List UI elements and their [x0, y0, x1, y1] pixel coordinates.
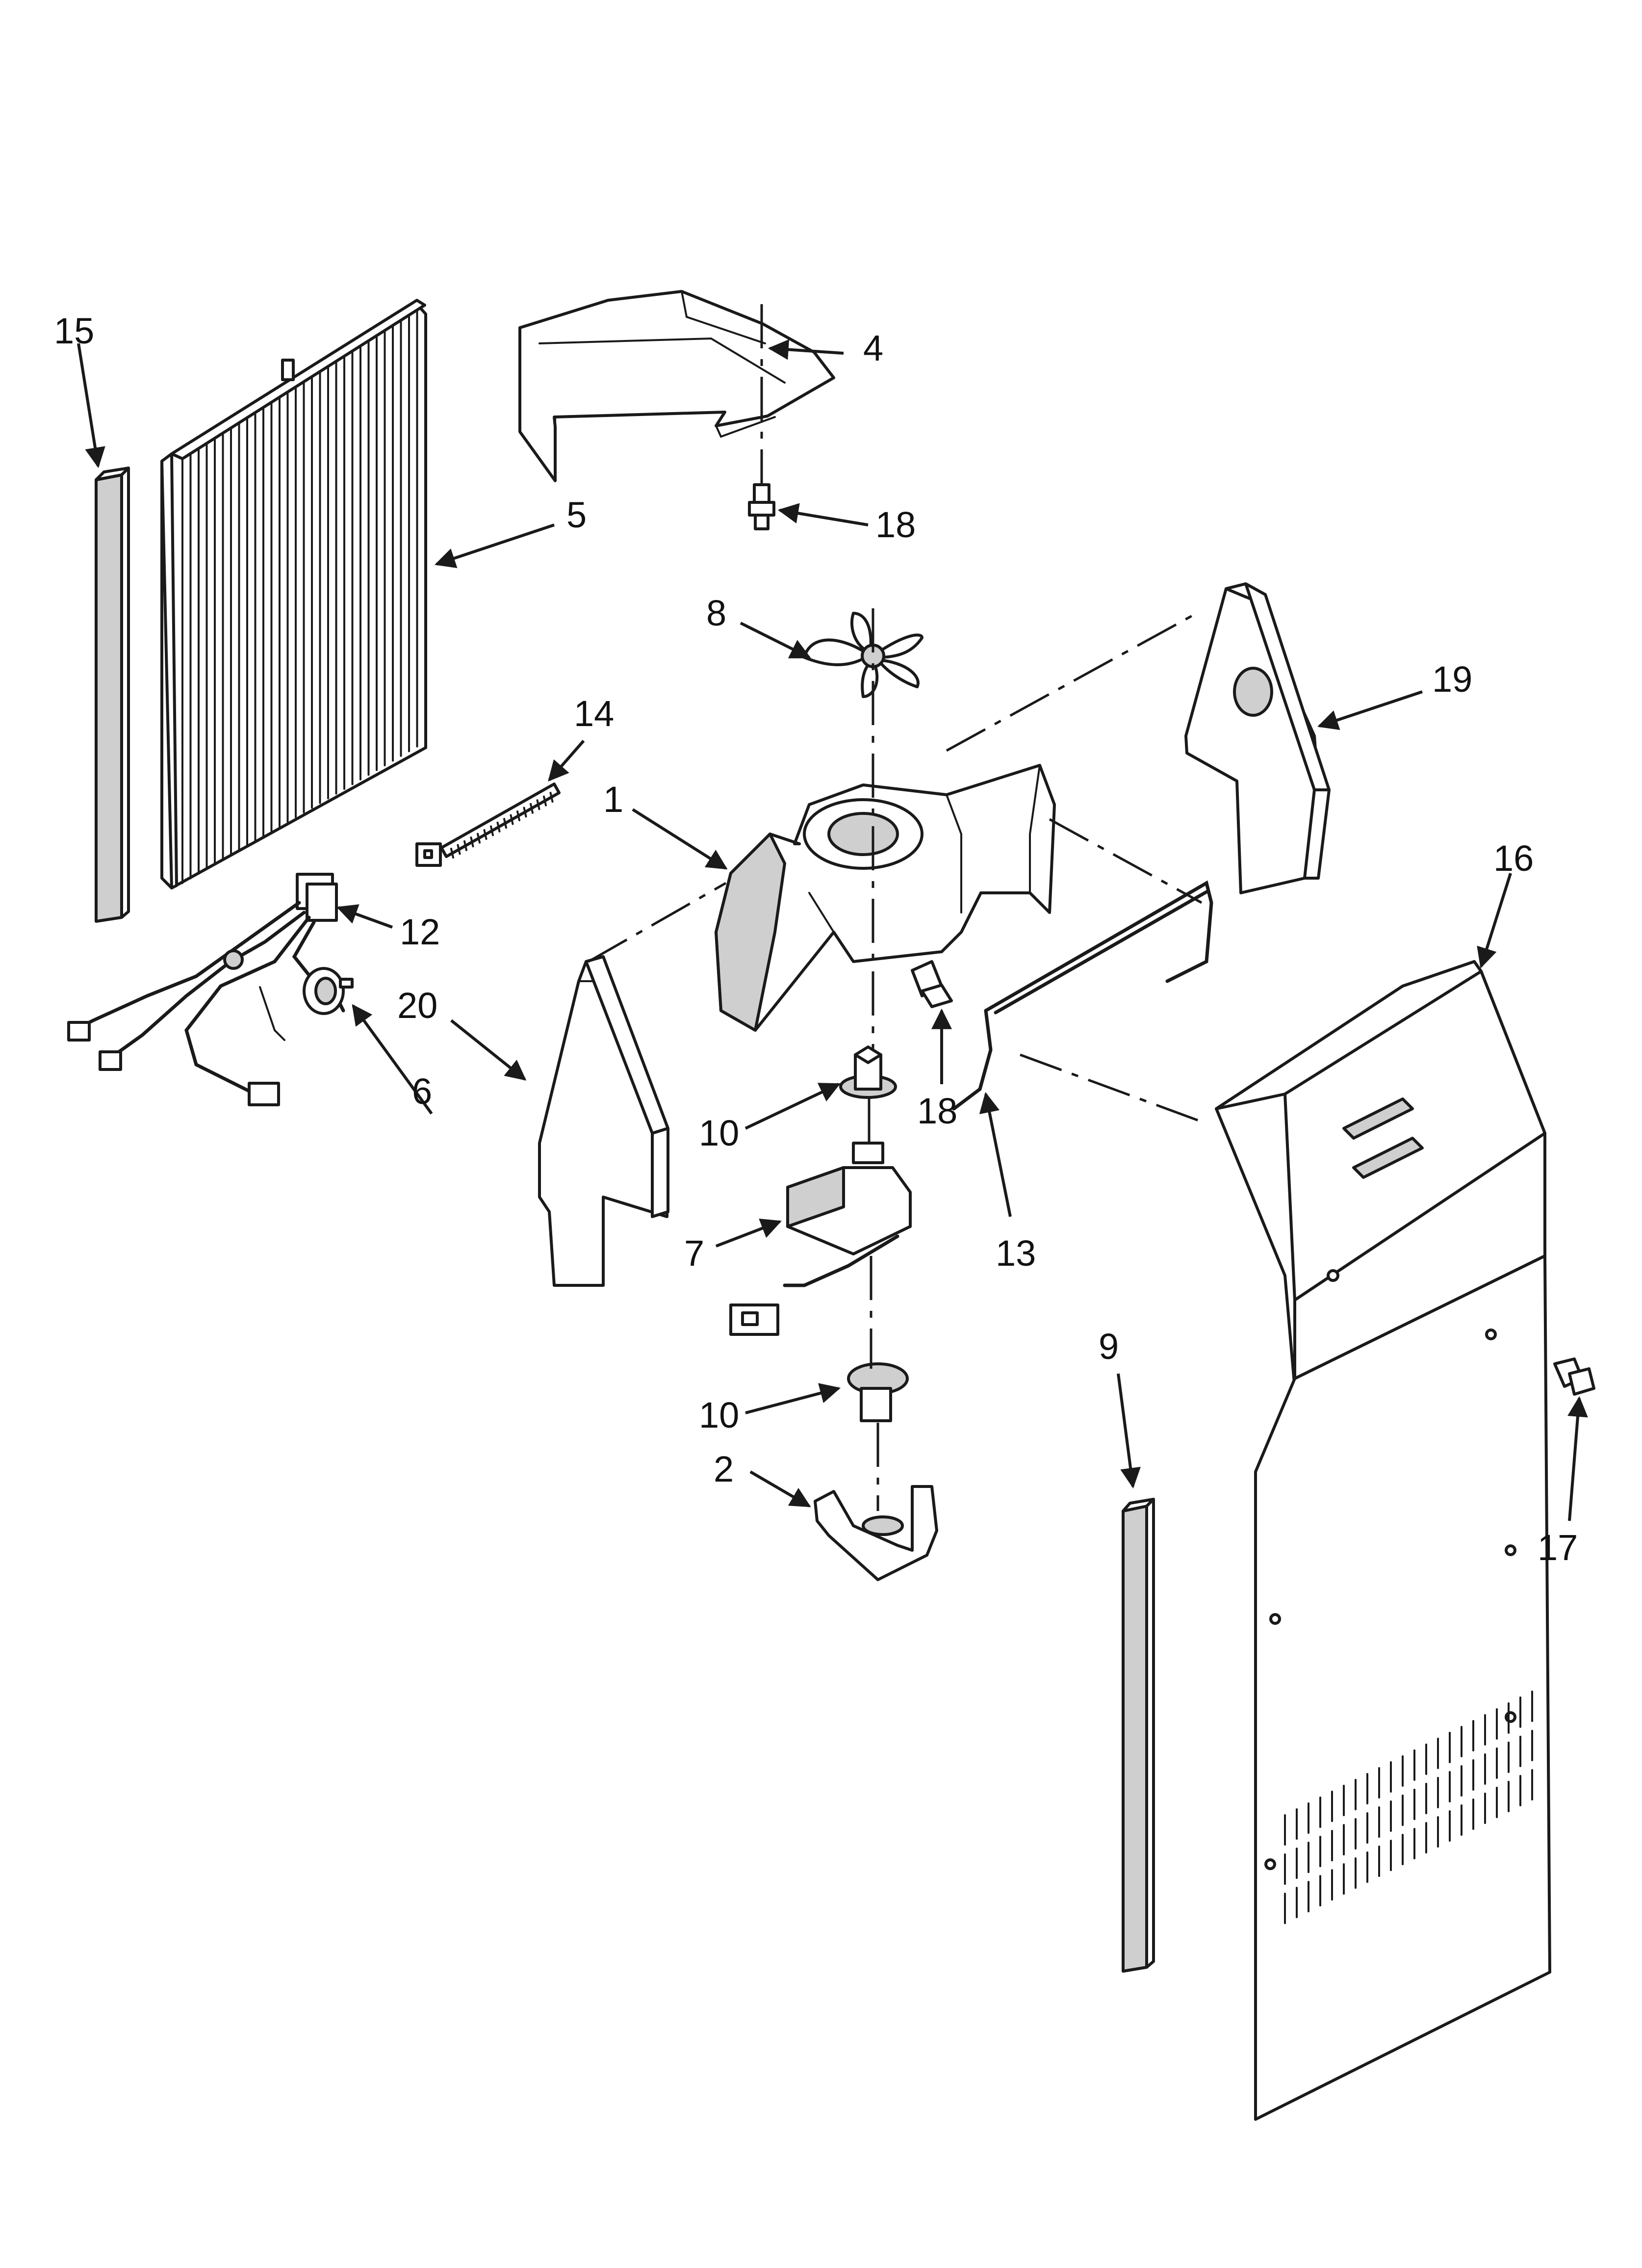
part-9-foam-strip — [1122, 1498, 1155, 1973]
part-18-screw-top — [748, 483, 775, 530]
part-16-rear-cover — [1215, 960, 1551, 2121]
part-8-fan-blade — [803, 612, 924, 698]
part-6-grommet — [303, 967, 354, 1015]
part-17-screw — [1553, 1357, 1595, 1396]
part-20-foam-block — [538, 955, 669, 1287]
part-13-wire-bracket — [952, 880, 1213, 1111]
callout-14: 14 — [574, 693, 614, 734]
callout-13: 13 — [996, 1233, 1036, 1274]
callout-18-top: 18 — [875, 504, 916, 545]
callout-7: 7 — [684, 1233, 704, 1274]
callout-20: 20 — [397, 985, 437, 1026]
assembly-lines — [588, 304, 1207, 1511]
part-2-lower-bracket — [814, 1485, 938, 1581]
part-14-cable-tie — [415, 782, 561, 867]
callout-19: 19 — [1432, 659, 1472, 700]
callout-9: 9 — [1099, 1326, 1119, 1367]
callout-10-upper: 10 — [699, 1113, 739, 1153]
callout-4: 4 — [863, 328, 883, 368]
callout-6: 6 — [412, 1071, 432, 1112]
part-5-grille-panel — [160, 299, 427, 889]
part-12-wire-harness — [67, 873, 345, 1106]
callout-18-housing: 18 — [917, 1091, 957, 1131]
part-19-foam-block — [1184, 582, 1331, 894]
part-7-fan-motor — [729, 1142, 912, 1336]
callout-2: 2 — [714, 1449, 734, 1489]
callout-10-lower: 10 — [699, 1395, 739, 1435]
leader-lines — [77, 339, 1588, 1521]
callout-8: 8 — [706, 593, 726, 633]
callout-12: 12 — [400, 912, 440, 952]
part-15-foam-strip — [95, 467, 130, 923]
part-18-screw-housing — [911, 960, 953, 1008]
callout-16: 16 — [1493, 838, 1534, 879]
callout-15: 15 — [54, 311, 94, 351]
callout-5: 5 — [566, 495, 587, 535]
part-4-top-bracket — [518, 290, 835, 482]
part-10-motor-mount-lower — [847, 1362, 909, 1422]
callout-17: 17 — [1538, 1527, 1578, 1568]
part-10-motor-mount-upper — [839, 1045, 897, 1099]
callout-1: 1 — [603, 779, 623, 820]
part-1-fan-housing — [715, 764, 1056, 1032]
callouts: 15 4 5 18 8 19 14 1 16 12 20 6 18 10 13 … — [54, 311, 1578, 1568]
